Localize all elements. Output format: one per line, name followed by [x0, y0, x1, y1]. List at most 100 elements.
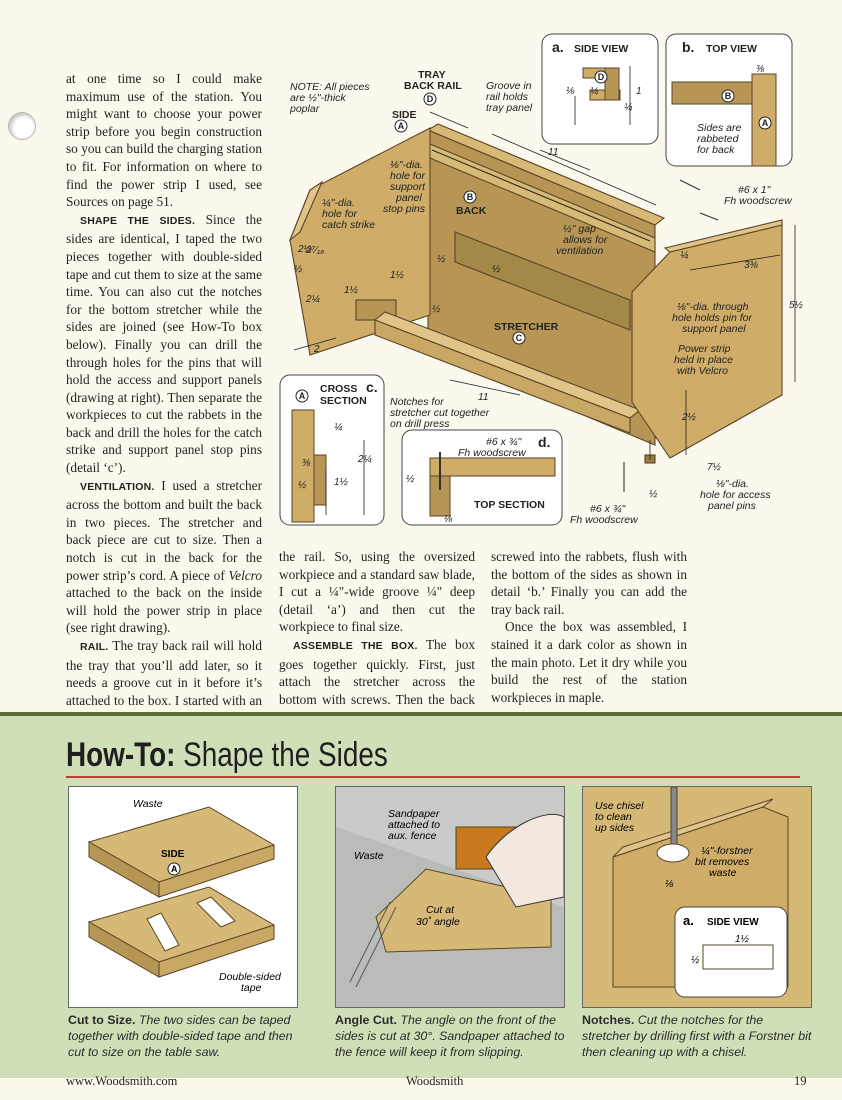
dim-1-1-2-b: 1½: [344, 285, 359, 296]
caption-3-body: Cut the notches for the stretcher by dri…: [582, 1013, 812, 1059]
note-line-2: are ½"-thick: [290, 92, 346, 104]
dim-3-3-8: 3⅜: [744, 260, 759, 271]
marker-rail: D: [427, 94, 434, 104]
detail-b-letter: b.: [682, 39, 694, 55]
howto-title-rest: Shape the Sides: [175, 736, 388, 774]
groove-line-3: tray panel: [486, 102, 533, 114]
support-hole-4: panel: [395, 192, 422, 204]
catch-hole-1: ¼"-dia.: [322, 197, 355, 209]
notches-1: Notches for: [390, 396, 444, 408]
exploded-box-drawing: NOTE: All pieces are ½"-thick poplar Gro…: [279, 33, 804, 526]
support-hole-3: support: [390, 181, 426, 193]
footer-page-number: 19: [794, 1074, 807, 1088]
groove-line-1: Groove in: [486, 80, 532, 92]
runin-rail: RAIL.: [80, 641, 109, 653]
panel3-dim-1-2: ½: [691, 955, 700, 966]
detail-c-title-1: CROSS: [320, 383, 357, 395]
detail-c-dim-2-1-4: 2¼: [357, 453, 372, 465]
screw-top-1: #6 x 1": [738, 184, 772, 196]
marker-detail-a: D: [598, 72, 605, 82]
text-column-3: screwed into the rabbets, flush with the…: [491, 548, 687, 706]
detail-b-title: TOP VIEW: [706, 43, 757, 55]
panel3-inset-title: SIDE VIEW: [707, 917, 759, 928]
label-tray-1: TRAY: [418, 69, 446, 81]
gap-2: allows for: [563, 234, 608, 246]
groove-line-2: rail holds: [486, 91, 529, 103]
text-velcro: Velcro: [228, 567, 262, 583]
dim-2: 2: [313, 344, 320, 355]
howto-rule: [66, 776, 800, 778]
cut-to-size-illustration: A SIDE Waste Double-sided tape: [87, 798, 282, 994]
footer-url: www.Woodsmith.com: [66, 1074, 178, 1088]
panel2-sandpaper-3: aux. fence: [388, 830, 437, 842]
panel3-dim-1-1-2: 1½: [735, 934, 750, 945]
dim-quarter: ¼: [680, 249, 688, 261]
gap-3: ventilation: [556, 245, 603, 257]
dim-2-1-2-b: 2½: [297, 244, 313, 255]
detail-a-dim-1-8: ⅛: [566, 86, 575, 97]
label-side: SIDE: [392, 109, 417, 121]
note-line-3: poplar: [289, 103, 320, 115]
screw-bottom-1: #6 x ¾": [590, 503, 627, 515]
paragraph-shape-sides: SHAPE THE SIDES. Since the sides are ide…: [66, 211, 262, 477]
caption-2-body: The angle on the front of the sides is c…: [335, 1013, 565, 1059]
dim-2-1-4: 2¼: [305, 293, 320, 305]
dim-1-1-2-a: 1½: [390, 270, 405, 281]
detail-b-note-3: for back: [697, 144, 735, 156]
through-hole-1: ⅛"-dia. through: [677, 301, 749, 313]
detail-d-screw-2: Fh woodscrew: [458, 447, 527, 459]
dim-2-7-16: 2⁷⁄₁₆: [305, 245, 324, 256]
detail-c-letter: c.: [366, 379, 378, 395]
detail-d-letter: d.: [538, 434, 550, 450]
paragraph-ventilation: VENTILATION. I used a stretcher across t…: [66, 477, 262, 637]
notches-3: on drill press: [390, 418, 450, 430]
detail-c-title-2: SECTION: [320, 395, 367, 407]
panel3-inset-letter: a.: [683, 913, 694, 928]
dim-2-1-2-a: 2½: [681, 412, 697, 423]
panel2-sandpaper-2: attached to: [388, 819, 440, 831]
caption-angle-cut: Angle Cut. The angle on the front of the…: [335, 1012, 567, 1060]
panel3-dim-1-8: ⅛: [665, 879, 674, 890]
panel3-chisel-3: up sides: [595, 822, 635, 834]
detail-a-dim-1-4-b: ¼: [624, 101, 632, 113]
dim-half-b: ½: [437, 254, 446, 265]
panel2-cut-2: 30˚ angle: [416, 916, 460, 928]
detail-d-title: TOP SECTION: [474, 499, 545, 511]
howto-title-bold: How-To:: [66, 736, 176, 774]
caption-cut-to-size: Cut to Size. The two sides can be taped …: [68, 1012, 300, 1060]
power-strip-1: Power strip: [678, 343, 731, 355]
paragraph-assemble-cont: screwed into the rabbets, flush with the…: [491, 549, 687, 617]
dim-half-e: ½: [649, 489, 658, 500]
text-shape-sides: Since the sides are identical, I taped t…: [66, 211, 263, 476]
panel2-sandpaper-1: Sandpaper: [388, 808, 440, 820]
text-assemble: The box goes together quickly. First, ju…: [279, 636, 475, 724]
screw-top-2: Fh woodscrew: [724, 195, 793, 207]
dim-5-1-2: 5½: [789, 300, 804, 311]
dim-11-top: 11: [548, 147, 558, 158]
dim-half-a: ½: [294, 264, 303, 275]
dim-half-d: ½: [432, 304, 441, 315]
runin-ventilation: VENTILATION.: [80, 480, 155, 493]
catch-hole-3: catch strike: [322, 219, 375, 231]
detail-a-letter: a.: [552, 39, 564, 55]
text-ventilation-a: I used a stretcher across the bottom and…: [66, 477, 262, 583]
power-strip-2: held in place: [674, 354, 733, 366]
detail-d-dim-1-2: ½: [406, 474, 415, 485]
paragraph-assemble: ASSEMBLE THE BOX. The box goes together …: [279, 636, 475, 726]
note-line-1: NOTE: All pieces: [290, 81, 370, 93]
stretcher-front: [374, 319, 631, 434]
notches-2: stretcher cut together: [390, 407, 490, 419]
marker-detail-b-side: A: [762, 118, 769, 128]
gap-1: ½" gap: [563, 223, 596, 235]
runin-assemble: ASSEMBLE THE BOX.: [293, 639, 418, 652]
right-side-edge: [663, 219, 783, 253]
caption-1-head: Cut to Size.: [68, 1013, 136, 1027]
detail-c-dim-1-1-2: 1½: [334, 477, 349, 488]
detail-c-dim-1-4: ¼: [334, 421, 342, 433]
text-column-2: the rail. So, using the oversized workpi…: [279, 548, 475, 726]
access-hole-2: hole for access: [700, 489, 771, 501]
dim-11-bottom: 11: [478, 392, 488, 403]
power-strip-3: with Velcro: [677, 365, 728, 377]
caption-notches: Notches. Cut the notches for the stretch…: [582, 1012, 814, 1060]
marker-detail-c: A: [299, 391, 306, 401]
